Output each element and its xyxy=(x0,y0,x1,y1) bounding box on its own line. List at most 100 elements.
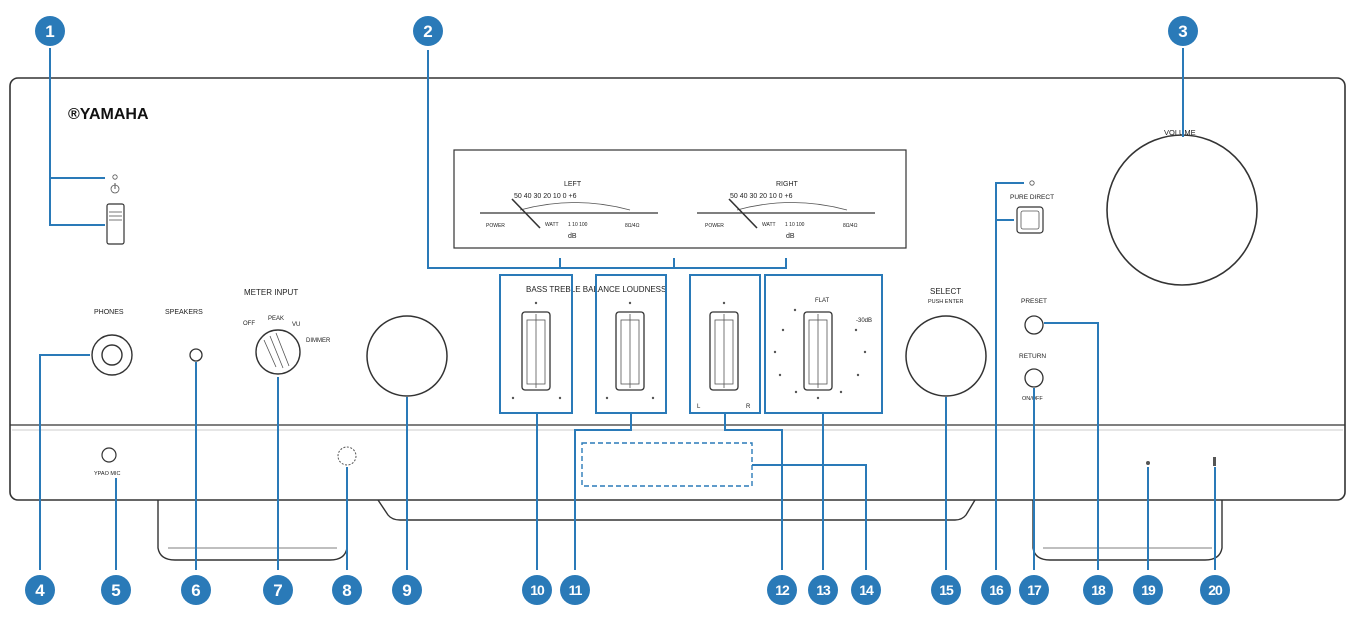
select-sub-label: PUSH ENTER xyxy=(928,299,963,305)
callout-7: 7 xyxy=(263,575,293,605)
svg-text:20: 20 xyxy=(1208,582,1223,598)
callout-10: 10 xyxy=(522,575,552,605)
meter-knob-grip-2 xyxy=(269,335,284,369)
callout-20: 20 xyxy=(1200,575,1230,605)
remote-sensor xyxy=(337,446,357,466)
callout-19: 19 xyxy=(1133,575,1163,605)
left-watt-marks: 1 10 100 xyxy=(568,222,588,228)
callout-11: 11 xyxy=(560,575,590,605)
balance-control: L R xyxy=(697,301,751,410)
meter-peak-label: PEAK xyxy=(268,316,284,322)
right-meter-title: RIGHT xyxy=(776,181,799,188)
callout-16: 16 xyxy=(981,575,1011,605)
svg-text:1: 1 xyxy=(45,22,54,41)
svg-text:6: 6 xyxy=(191,581,200,600)
callout-9: 9 xyxy=(392,575,422,605)
treble-control xyxy=(605,301,655,400)
preset-label: PRESET xyxy=(1021,298,1047,305)
callout-17: 17 xyxy=(1019,575,1049,605)
svg-text:4: 4 xyxy=(35,581,45,600)
speakers-selector[interactable] xyxy=(189,348,203,362)
right-range-label: 8Ω/4Ω xyxy=(843,223,858,229)
balance-right-mark: R xyxy=(746,404,751,410)
input-selector-knob[interactable] xyxy=(366,315,448,397)
center-base xyxy=(377,499,976,521)
balance-left-mark: L xyxy=(697,404,701,410)
preset-button[interactable] xyxy=(1024,315,1044,335)
svg-text:18: 18 xyxy=(1091,582,1106,598)
meter-off-label: OFF xyxy=(243,321,255,327)
svg-text:2: 2 xyxy=(423,22,432,41)
svg-text:8: 8 xyxy=(342,581,351,600)
pure-direct-label: PURE DIRECT xyxy=(1010,194,1054,201)
power-indicator xyxy=(112,174,118,180)
pure-direct-button[interactable] xyxy=(1016,206,1044,234)
loudness-flat-label: FLAT xyxy=(815,298,830,304)
leader-lines xyxy=(39,48,1216,570)
svg-text:14: 14 xyxy=(859,582,874,598)
meter-input-label: METER INPUT xyxy=(244,288,298,297)
left-watt-label: WATT xyxy=(545,222,559,228)
svg-text:5: 5 xyxy=(111,581,120,600)
level-meter-window xyxy=(453,149,907,249)
callout-15: 15 xyxy=(931,575,961,605)
svg-text:10: 10 xyxy=(530,582,545,598)
left-db-label: dB xyxy=(568,233,577,240)
svg-text:9: 9 xyxy=(402,581,411,600)
meter-knob-grip-3 xyxy=(275,332,290,367)
ypao-mic-jack[interactable] xyxy=(101,447,117,463)
meter-input-knob[interactable] xyxy=(255,329,301,375)
svg-text:16: 16 xyxy=(989,582,1004,598)
return-label: RETURN xyxy=(1019,353,1046,360)
speakers-label: SPEAKERS xyxy=(165,309,203,316)
phones-label: PHONES xyxy=(94,309,124,316)
right-level-meter: RIGHT 50 40 30 20 10 0 +6 POWER WATT 1 1… xyxy=(697,181,875,240)
bass-control xyxy=(511,301,562,400)
ypao-mic-label: YPAO MIC xyxy=(94,471,121,477)
callout-12: 12 xyxy=(767,575,797,605)
callout-5: 5 xyxy=(101,575,131,605)
phones-jack-inner xyxy=(101,344,123,366)
svg-text:13: 13 xyxy=(816,582,831,598)
return-button[interactable] xyxy=(1024,368,1044,388)
right-foot xyxy=(1032,500,1223,561)
right-watt-marks: 1 10 100 xyxy=(785,222,805,228)
chassis xyxy=(9,77,1346,501)
standby-icon xyxy=(110,183,120,194)
left-foot xyxy=(157,500,348,561)
callout-2: 2 xyxy=(413,16,443,46)
svg-text:11: 11 xyxy=(569,582,583,598)
callout-14: 14 xyxy=(851,575,881,605)
svg-text:12: 12 xyxy=(775,582,790,598)
left-meter-scale: 50 40 30 20 10 0 +6 xyxy=(514,193,577,200)
right-db-label: dB xyxy=(786,233,795,240)
svg-text:3: 3 xyxy=(1178,22,1187,41)
callout-6: 6 xyxy=(181,575,211,605)
svg-text:7: 7 xyxy=(273,581,282,600)
volume-label: VOLUME xyxy=(1164,128,1196,137)
brand-logo: ®YAMAHA xyxy=(68,106,149,123)
meter-knob-grip-1 xyxy=(263,339,277,368)
callout-8: 8 xyxy=(332,575,362,605)
indicator-20 xyxy=(1213,457,1216,466)
power-switch[interactable] xyxy=(106,203,125,245)
loudness-db-label: -30dB xyxy=(856,318,872,324)
meter-dimmer-label: DIMMER xyxy=(306,338,331,344)
left-meter-title: LEFT xyxy=(564,181,582,188)
front-display xyxy=(581,442,753,487)
indicator-19 xyxy=(1146,461,1150,465)
return-sub-label: ON/OFF xyxy=(1022,396,1043,402)
callout-13: 13 xyxy=(808,575,838,605)
right-meter-scale: 50 40 30 20 10 0 +6 xyxy=(730,193,793,200)
meter-vu-label: VU xyxy=(292,322,300,328)
right-watt-label: WATT xyxy=(762,222,776,228)
pure-direct-button-inner xyxy=(1020,210,1040,230)
svg-text:17: 17 xyxy=(1027,582,1042,598)
right-power-label: POWER xyxy=(705,223,724,229)
left-power-label: POWER xyxy=(486,223,505,229)
select-knob[interactable] xyxy=(905,315,987,397)
volume-knob[interactable] xyxy=(1106,134,1258,286)
phones-jack[interactable] xyxy=(91,334,133,376)
svg-text:15: 15 xyxy=(939,582,954,598)
